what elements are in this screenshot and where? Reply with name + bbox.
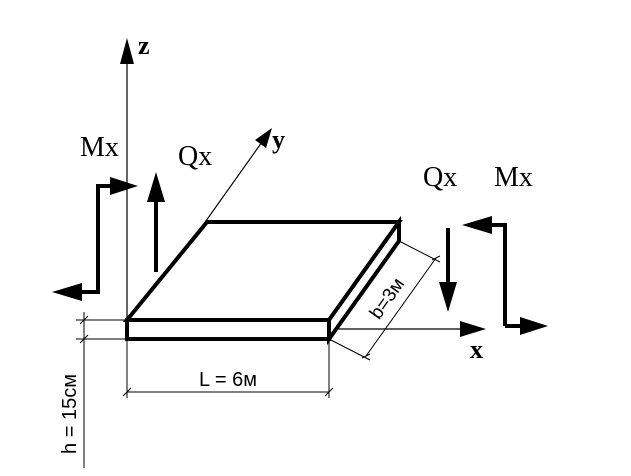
x-axis (330, 321, 486, 337)
y-axis-label: y (272, 125, 285, 154)
right-moment-arrow (462, 216, 548, 335)
z-axis-label: z (138, 31, 150, 60)
z-axis-arrow-icon (120, 38, 134, 64)
right-shear-arrowhead-icon (439, 282, 457, 312)
left-shear-arrow (147, 172, 165, 272)
right-moment-arrowhead-top-icon (462, 216, 492, 234)
right-moment-label: Mx (494, 162, 533, 193)
left-moment-arrowhead-bottom-icon (52, 283, 82, 301)
left-moment-arrowhead-top-icon (110, 177, 138, 195)
length-dimension (122, 341, 334, 398)
right-moment-arrowhead-bottom-icon (520, 317, 548, 335)
right-shear-arrow (439, 228, 457, 312)
left-moment-label: Mx (80, 132, 119, 163)
z-axis (120, 38, 134, 335)
plate-front-face (125, 318, 331, 341)
right-shear-label: Qx (423, 162, 457, 193)
plate-top-face (122, 220, 403, 322)
thickness-dimension-label: h = 15см (59, 374, 81, 454)
left-shear-label: Qx (178, 141, 212, 172)
length-dimension-label: L = 6м (199, 369, 257, 391)
width-dimension (328, 240, 441, 361)
thickness-dimension (76, 312, 125, 468)
left-moment-arrow (52, 177, 138, 301)
x-axis-label: x (470, 335, 483, 364)
left-shear-arrowhead-icon (147, 172, 165, 202)
plate (122, 215, 403, 346)
y-axis-arrow-icon (255, 128, 272, 148)
x-axis-arrow-icon (460, 321, 486, 337)
